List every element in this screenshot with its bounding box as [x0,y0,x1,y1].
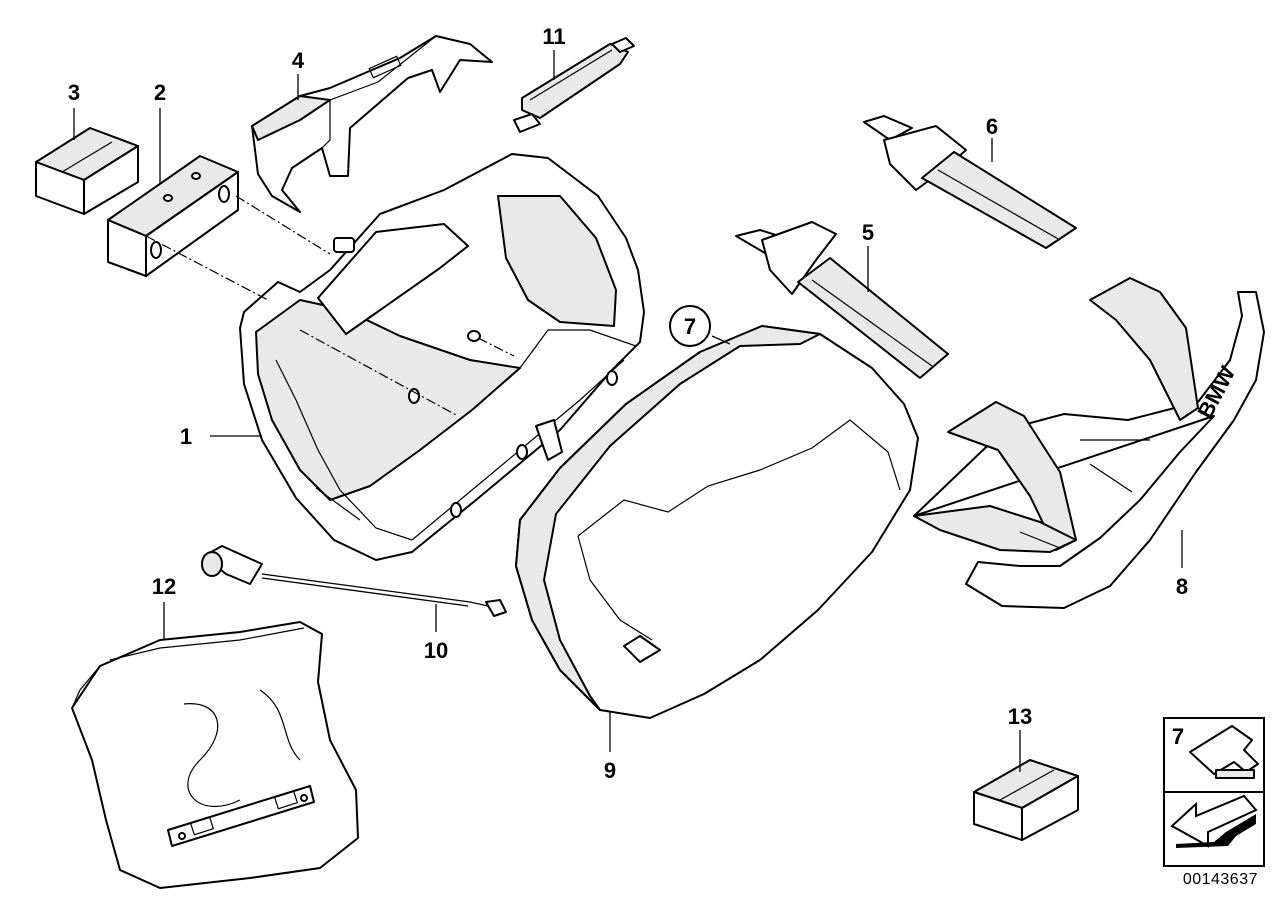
callout-8: 8 [1176,574,1188,599]
callout-4: 4 [292,48,305,73]
part-11-grip-strip [513,37,635,133]
callout-10: 10 [424,638,448,663]
callout-7: 7 [684,314,696,339]
part-13-box [973,759,1079,841]
legend-callout: 7 [1172,724,1184,749]
reference-number: 00143637 [1183,871,1258,888]
callout-3: 3 [68,80,80,105]
part-9-case-lid [515,325,919,719]
callout-12: 12 [152,574,176,599]
legend-part-base-icon [1215,769,1255,779]
part-12-inner-bag [71,621,359,889]
callouts: 3 2 4 11 6 5 1 8 9 10 12 13 7 [68,24,1188,783]
part-10-cable [201,545,507,617]
arrow-shadow-icon [1176,814,1256,848]
callout-2: 2 [154,80,166,105]
part-3-box [35,127,139,215]
callout-5: 5 [862,220,874,245]
part-8-carrier-bracket: BMW [913,277,1265,609]
callout-11: 11 [542,24,565,49]
callout-6: 6 [986,114,998,139]
part-6-strap [863,115,1077,249]
assembly-lines [145,195,515,417]
callout-1: 1 [180,424,192,449]
part-2-lock-housing [107,155,239,277]
part-4-hinge-cover [251,35,493,213]
callout-9: 9 [604,758,616,783]
leader-lines [73,50,1183,772]
part-1-case-shell [239,153,645,561]
callout-13: 13 [1008,704,1032,729]
part-5-strap [735,221,949,379]
legend-box: 7 [1163,717,1265,867]
callout-7-circle [669,305,711,347]
